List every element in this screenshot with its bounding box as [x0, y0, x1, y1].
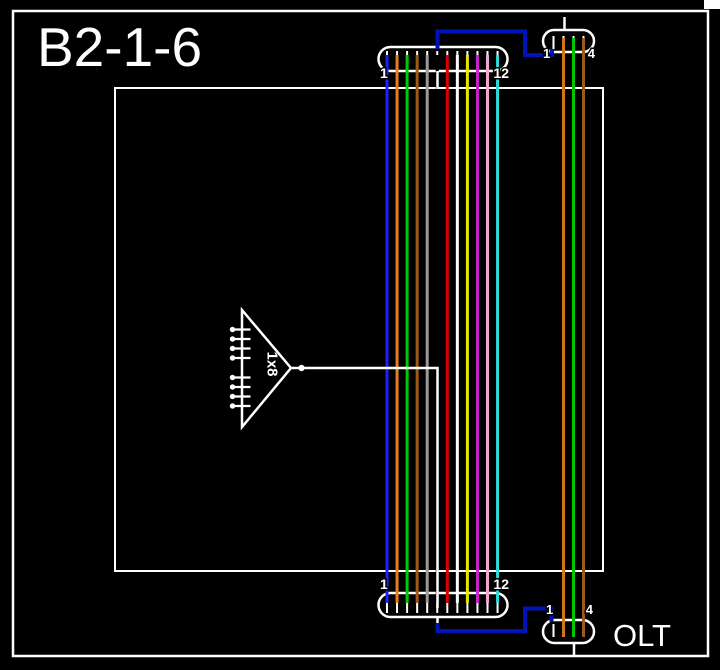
- ribbon-top-port-last-label: 12: [493, 65, 509, 81]
- drop-bottom-port-last-label: 4: [586, 602, 594, 617]
- splitter-input-splice-dot: [298, 364, 305, 372]
- ribbon-top-port-first-label: 1: [380, 65, 388, 81]
- splitter-1x8: 1x8: [229, 306, 439, 608]
- splitter-output-dot: [229, 345, 236, 352]
- splitter-output-dot: [229, 384, 236, 390]
- olt-label: OLT: [613, 618, 671, 653]
- drop-connector-bottom: [541, 618, 596, 645]
- ribbon-connector-bottom: [377, 591, 509, 619]
- screen-corner-artifact: [704, 0, 720, 9]
- blue-route-bottom: [435, 606, 554, 633]
- splitter-triangle-icon: [240, 306, 293, 431]
- splitter-output-dot: [229, 336, 236, 342]
- fiber-lines: [385, 38, 585, 637]
- drop-top-port-last-label: 4: [588, 46, 596, 61]
- blue-route-top: [435, 29, 554, 57]
- ribbon-bottom-port-first-label: 1: [380, 576, 388, 592]
- splitter-output-dot: [229, 393, 236, 400]
- splitter-ratio-label: 1x8: [264, 351, 281, 376]
- splitter-output-dot: [229, 326, 236, 333]
- splitter-output-pigtails: [229, 326, 251, 409]
- page-title: B2-1-6: [37, 16, 202, 78]
- outer-border: [11, 9, 710, 658]
- splitter-output-dot: [229, 355, 236, 361]
- splitter-input-tap-line: [292, 366, 439, 608]
- ribbon-bottom-port-last-label: 12: [493, 576, 509, 592]
- drop-bottom-port-first-label: 1: [546, 602, 553, 617]
- drop-top-port-first-label: 1: [543, 46, 550, 61]
- distribution-box: [114, 87, 604, 572]
- drop-connector-top: [541, 28, 596, 54]
- splitter-output-dot: [229, 374, 236, 381]
- splitter-output-dot: [229, 403, 236, 409]
- ribbon-connector-top: [377, 45, 509, 73]
